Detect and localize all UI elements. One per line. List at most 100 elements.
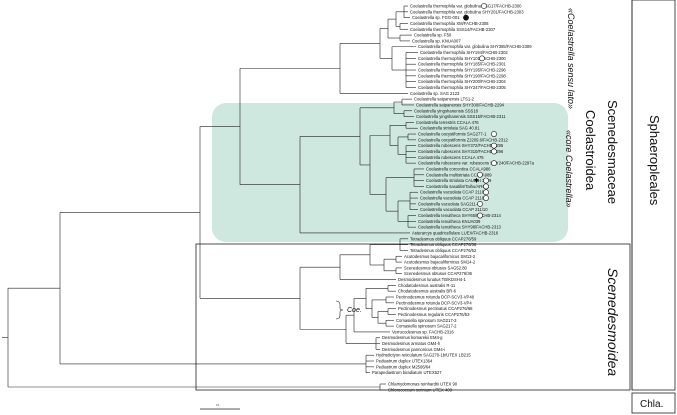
hollow-circle-marker bbox=[483, 183, 489, 190]
label-coelastroidea: Coelastroidea bbox=[583, 110, 598, 191]
tip-label: Coelastrella sp. FGG-001 bbox=[412, 15, 460, 20]
tip-label: Coelastrella oocystiformis SAG277-1 bbox=[418, 132, 487, 137]
tip-label: Pectinodesmus pectinatus CCAP276/68 bbox=[398, 306, 473, 311]
tip-label: Tetradesmus obliquus CCAP276/38 bbox=[410, 242, 477, 247]
tip-label: Pectinodesmus regularis CCAP276/53 bbox=[398, 312, 470, 317]
tip-label: Parapediastrum biradiatum UTEX527 bbox=[372, 370, 442, 375]
tip-label: Coelastrella striolata SAG 40.81 bbox=[420, 126, 480, 131]
tip-label: Coelastrella thermophila SHY194/FACHB-23… bbox=[420, 50, 508, 55]
tip-label: Coelastrella oocystiformis ZJ209.6/FACHB… bbox=[418, 137, 509, 142]
hollow-circle-marker bbox=[479, 55, 485, 62]
hollow-circle-marker bbox=[477, 212, 483, 219]
hollow-circle-marker bbox=[483, 177, 489, 184]
label-core-coelastrella: «core Coelastrella» bbox=[564, 130, 574, 208]
label-coe: Coe. bbox=[347, 307, 362, 314]
tip-label: Scenedesmus obtusus SAG52.80 bbox=[404, 265, 468, 270]
tip-label: Tetradesmus obliquus CCAP276/59 bbox=[410, 236, 477, 241]
tip-label: Verrucodesmus sp. FACHB-2316 bbox=[392, 329, 454, 334]
tip-label: Comasiella spinosum SAG217-2 bbox=[396, 324, 457, 329]
tip-label: Chodatodesmus australis BR-6 bbox=[398, 289, 457, 294]
tip-label: Coelastrella thermophila SHY185/FACHB-23… bbox=[418, 62, 506, 67]
tip-label: Coelastrella saxatilis/Taihu/ARC-2 bbox=[426, 184, 490, 189]
label-sensu-lato: «Coelastrella sensu lato» bbox=[566, 8, 576, 109]
tip-label: Acutodesmus bajacalifornicus SM13-2 bbox=[404, 254, 476, 259]
scenedesmoidea-box bbox=[195, 243, 631, 391]
tip-label: Coelastrella terrestris CCALA 476 bbox=[416, 120, 479, 125]
tip-label: Asterarcys quadricellulare LUEX/FACHB-23… bbox=[412, 230, 499, 235]
tip-label: Pectinodesmus rotunda DCP-SCV3-VP4 bbox=[396, 300, 472, 305]
label-scenedesmaceae: Scenedesmaceae bbox=[605, 100, 620, 204]
core-coelastrella-box bbox=[212, 103, 568, 242]
tip-label: Chlorococcum scrinium UTEX 409 bbox=[388, 388, 453, 393]
tip-label: Desmodesmus pannonicus GM4-i bbox=[382, 347, 445, 352]
tip-label: Pediastrum duplex UTEX1364 bbox=[376, 359, 433, 364]
tip-label: Coelastrella thermophila var. globulina … bbox=[410, 9, 524, 14]
hollow-circle-marker bbox=[491, 131, 497, 137]
label-scenedesmoidea: Scenedesmoidea bbox=[605, 268, 621, 376]
sphaeropleales-box bbox=[631, 0, 676, 391]
tree-branches bbox=[2, 5, 424, 391]
scale-label: 0.1 bbox=[216, 403, 220, 407]
tip-label: Coelastrella sp. KNUA007 bbox=[412, 38, 461, 43]
tip-label: Coelastrella sp. SAG 2123 bbox=[410, 91, 460, 96]
hollow-circle-marker bbox=[483, 195, 489, 201]
hollow-circle-marker bbox=[477, 171, 483, 178]
tip-label: Coelastrella rubescens SHY310/FACHB-2296 bbox=[418, 149, 504, 154]
tip-label: Desmodesmus armatus GM4-h bbox=[382, 341, 441, 346]
tip-label: Coelastrella yingshanensis SSS15/FACHB-2… bbox=[416, 114, 506, 119]
tip-markers: ✱ bbox=[463, 3, 497, 219]
tip-label: Coelastrella yingshanensis SSS18 bbox=[414, 108, 479, 113]
tip-label: Coelastrella thermophila var. globulina … bbox=[410, 4, 522, 9]
tip-label: Coelastrella vacuolata CCAP 211/10 bbox=[420, 207, 488, 212]
tip-label: Coelastrella rubescens var. rubescens SH… bbox=[418, 161, 535, 166]
hollow-circle-marker bbox=[491, 160, 497, 167]
tip-label: Coelastrella multistriata CCALA989 bbox=[426, 172, 492, 177]
tip-label: Coelastrella thermophila SHY200/FACHB-23… bbox=[418, 79, 506, 84]
tip-label: Coelastrella thermophila SHY101/FACHB-23… bbox=[418, 56, 506, 61]
tip-label: Chlamydomonas reinhardtii UTEX 90 bbox=[388, 382, 458, 387]
tip-label: Coelastrella corcontica CCALA986 bbox=[426, 166, 491, 171]
hollow-circle-marker bbox=[477, 200, 483, 207]
hollow-circle-marker bbox=[491, 142, 497, 149]
tip-label: Tetradesmus obliquus CCAP276/52 bbox=[410, 248, 477, 253]
star-marker: ✱ bbox=[474, 178, 479, 185]
tip-label: Desmodesmus lunatus TB/KDSH4-1 bbox=[398, 277, 467, 282]
tip-label: Coelastrella vacuolata CCAP 2118C bbox=[420, 190, 487, 195]
tip-label: Hydrodictyon reticulatum SAG270-1b/UTEX … bbox=[376, 353, 471, 358]
hollow-circle-marker bbox=[481, 3, 487, 9]
tip-label: Coelastrella vacuolata CCAP 2118E bbox=[420, 196, 487, 201]
tip-label: Coelastrella thermophila SHY247/FACHB-23… bbox=[418, 85, 506, 90]
tip-label: Coelastrella rubescens CCALA 475 bbox=[418, 155, 484, 160]
tip-label: Coelastrella thermophila SHY195/FACHB-22… bbox=[418, 68, 506, 73]
coe-bracket bbox=[335, 300, 344, 320]
label-chla: Chla. bbox=[640, 399, 663, 410]
tip-label: Coelastrella vacuolata SAG211-8b bbox=[418, 201, 483, 206]
tip-label: Coelastrella tenuitheca KNUA039 bbox=[418, 219, 481, 224]
tip-label: Pectinodesmus rotunda DCP-SCV3-VP48 bbox=[396, 295, 475, 300]
filled-circle-marker bbox=[463, 14, 469, 21]
tip-label: Coelastrella saipanensis LTS1-2 bbox=[414, 97, 475, 102]
tip-label: Coelastrella thermophila SSS14/FACHB-230… bbox=[410, 27, 496, 32]
tip-label: Desmodesmus komarekii EM4-g bbox=[382, 335, 443, 340]
tip-label: Coelastrella tenuitheca SHY98/FACHB-2313 bbox=[418, 225, 502, 230]
tip-label: Coelastrella rubescens SHY372/FACHB-2295 bbox=[418, 143, 504, 148]
tip-label: Acutodesmus bajacalifornicus SM14-2 bbox=[404, 260, 476, 265]
tip-label: Coelastrella thermophila var. globulina … bbox=[418, 44, 532, 49]
label-sphaeropleales: Sphaeropleales bbox=[647, 115, 662, 206]
tip-label: Coelastrella tenuitheca SHY65/FACHB-2314 bbox=[418, 213, 502, 218]
chla-box bbox=[631, 392, 676, 414]
tip-label: Coelastrella thermophila XM/FACHB-2308 bbox=[410, 21, 489, 26]
hollow-circle-marker bbox=[483, 189, 489, 196]
tip-label: Chodatodesmus australis R-11 bbox=[398, 283, 456, 288]
tip-label: Coelastrella saipanensis SHY300/FACHB-22… bbox=[416, 102, 505, 107]
hollow-circle-marker bbox=[491, 148, 497, 155]
tip-label: Coelastrella thermophila SHY190/FACHB-22… bbox=[418, 73, 506, 78]
tip-labels: Coelastrella thermophila var. globulina … bbox=[372, 4, 535, 393]
tip-label: Coelastrella sp. F50 bbox=[414, 33, 452, 38]
tip-label: Pediastrum duplex M2506/64 bbox=[376, 364, 431, 369]
tip-label: Scenedesmus obtusus CCAP276/36 bbox=[404, 271, 473, 276]
tip-label: Coelastrella striolata CAUP H 3609 bbox=[426, 178, 492, 183]
tip-label: Comasiella spinosum SAG217-3 bbox=[396, 318, 457, 323]
